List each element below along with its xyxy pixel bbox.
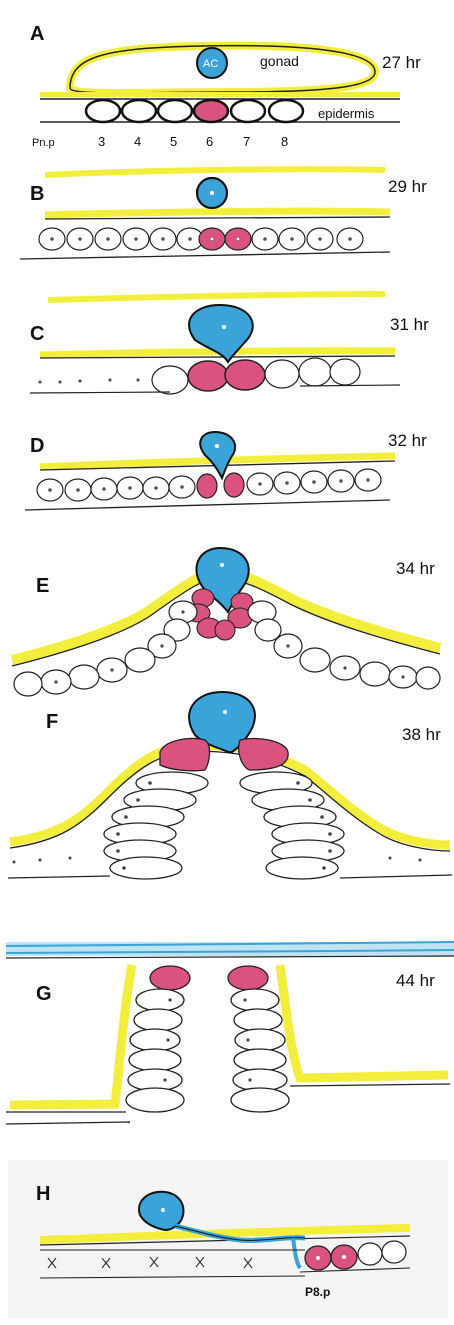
panel-letter: F (46, 711, 58, 733)
basement-membrane (45, 211, 390, 215)
basement-membrane (10, 745, 450, 845)
panel-letter: H (36, 1183, 50, 1205)
panel-letter: B (30, 183, 44, 205)
panel-c: C 31 hr (30, 294, 429, 394)
basement-membrane (40, 92, 400, 97)
cell-number: 4 (134, 134, 141, 149)
panel-f: F 38 hr (8, 692, 452, 879)
time-label: 38 hr (402, 725, 441, 744)
panel-letter: A (30, 23, 44, 45)
time-label: 44 hr (396, 971, 435, 990)
basement-membrane (45, 169, 385, 175)
anchor-cell-label: AC (203, 58, 218, 70)
panel-letter: D (30, 435, 44, 457)
anchor-cell (200, 432, 235, 478)
p8p-label: P8.p (305, 1285, 330, 1299)
panel-letter: E (36, 575, 49, 597)
epidermis-label: epidermis (318, 106, 375, 121)
basement-membrane (10, 965, 132, 1105)
panel-a: A 27 hr gonad AC epidermis Pn.p 3 4 5 6 … (30, 23, 421, 149)
time-label: 34 hr (396, 559, 435, 578)
gonad-label: gonad (260, 53, 299, 69)
time-label: 29 hr (388, 177, 427, 196)
cell-number: 7 (243, 134, 250, 149)
panel-g: G 44 hr (6, 942, 454, 1124)
time-label: 31 hr (390, 315, 429, 334)
panel-h: H P8.p (8, 1160, 448, 1318)
pnp-label: Pn.p (32, 137, 55, 149)
panel-letter: C (30, 323, 44, 345)
cell-number: 8 (281, 134, 288, 149)
time-label: 27 hr (382, 53, 421, 72)
panel-e: E 34 hr (12, 548, 440, 696)
panel-letter: G (36, 983, 52, 1005)
cell-number: 6 (206, 134, 213, 149)
cell-number: 5 (170, 134, 177, 149)
panel-b: B 29 hr (20, 169, 427, 259)
panel-d: D 32 hr (25, 431, 427, 510)
pnp-cells (86, 100, 303, 122)
time-label: 32 hr (388, 431, 427, 450)
cell-number: 3 (98, 134, 105, 149)
